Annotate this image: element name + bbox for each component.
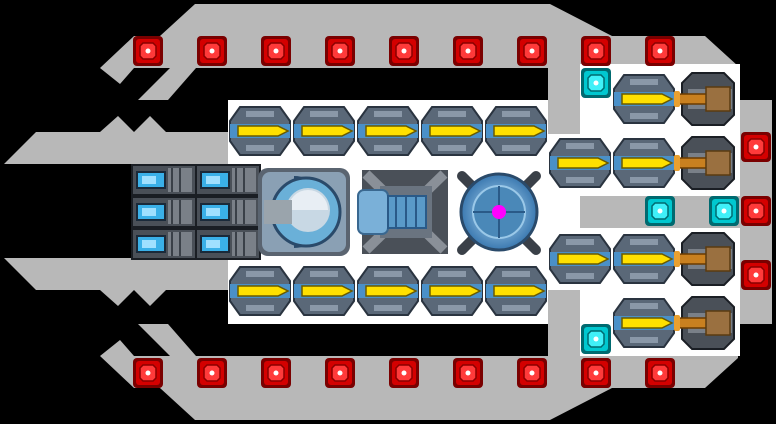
armor-block-icon[interactable]: [517, 36, 547, 66]
armor-block-icon[interactable]: [453, 358, 483, 388]
cannon-turret-icon[interactable]: [674, 136, 735, 190]
armor-block-icon[interactable]: [197, 358, 227, 388]
hull-left-wing-top: [4, 100, 228, 164]
thruster-icon[interactable]: [613, 298, 675, 348]
armor-group: [133, 36, 771, 388]
thruster-icon[interactable]: [549, 138, 611, 188]
thruster-icon[interactable]: [485, 266, 547, 316]
thruster-group: [229, 74, 675, 348]
armor-block-icon[interactable]: [581, 358, 611, 388]
thruster-icon[interactable]: [613, 234, 675, 284]
armor-block-icon[interactable]: [581, 36, 611, 66]
armor-block-icon[interactable]: [645, 358, 675, 388]
armor-block-icon[interactable]: [261, 358, 291, 388]
thruster-icon[interactable]: [229, 106, 291, 156]
thruster-icon[interactable]: [613, 138, 675, 188]
battery-icon[interactable]: [195, 228, 261, 260]
shield-group: [581, 68, 739, 354]
shield-emitter-icon[interactable]: [581, 324, 611, 354]
cannon-group: [674, 72, 735, 350]
reactor-core: [492, 205, 506, 219]
thruster-icon[interactable]: [357, 106, 419, 156]
battery-icon[interactable]: [195, 196, 261, 228]
cockpit-icon[interactable]: [258, 168, 350, 256]
shield-emitter-icon[interactable]: [581, 68, 611, 98]
armor-block-icon[interactable]: [133, 358, 163, 388]
thruster-icon[interactable]: [421, 266, 483, 316]
thruster-icon[interactable]: [613, 74, 675, 124]
battery-icon[interactable]: [131, 164, 197, 196]
thruster-icon[interactable]: [293, 266, 355, 316]
reactor-icon[interactable]: [457, 171, 541, 255]
battery-icon[interactable]: [131, 196, 197, 228]
battery-icon[interactable]: [195, 164, 261, 196]
shield-emitter-icon[interactable]: [709, 196, 739, 226]
armor-block-icon[interactable]: [325, 36, 355, 66]
thruster-icon[interactable]: [357, 266, 419, 316]
armor-block-icon[interactable]: [261, 36, 291, 66]
battery-icon[interactable]: [131, 228, 197, 260]
cannon-turret-icon[interactable]: [674, 232, 735, 286]
engine-icon[interactable]: [357, 170, 448, 254]
armor-block-icon[interactable]: [389, 358, 419, 388]
thruster-icon[interactable]: [549, 234, 611, 284]
armor-block-icon[interactable]: [453, 36, 483, 66]
armor-block-icon[interactable]: [741, 196, 771, 226]
armor-block-icon[interactable]: [741, 260, 771, 290]
battery-group: [131, 164, 261, 260]
armor-block-icon[interactable]: [741, 132, 771, 162]
hull-left-wing-bottom: [4, 258, 228, 324]
cannon-turret-icon[interactable]: [674, 72, 735, 126]
armor-block-icon[interactable]: [325, 358, 355, 388]
armor-block-icon[interactable]: [197, 36, 227, 66]
armor-block-icon[interactable]: [517, 358, 547, 388]
armor-block-icon[interactable]: [389, 36, 419, 66]
armor-block-icon[interactable]: [133, 36, 163, 66]
armor-block-icon[interactable]: [645, 36, 675, 66]
cannon-turret-icon[interactable]: [674, 296, 735, 350]
thruster-icon[interactable]: [421, 106, 483, 156]
thruster-icon[interactable]: [229, 266, 291, 316]
shield-emitter-icon[interactable]: [645, 196, 675, 226]
thruster-icon[interactable]: [485, 106, 547, 156]
thruster-icon[interactable]: [293, 106, 355, 156]
